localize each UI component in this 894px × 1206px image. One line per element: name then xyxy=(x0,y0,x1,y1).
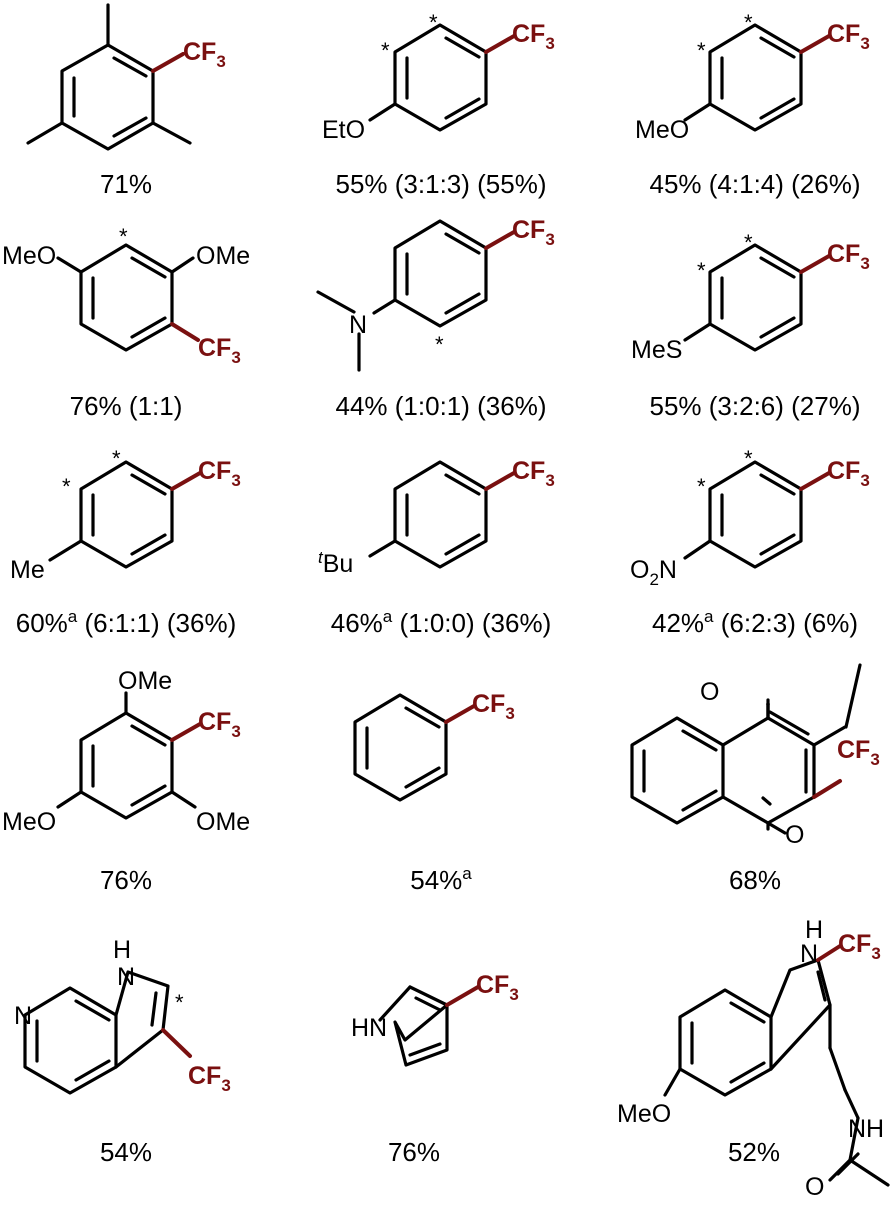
compound-12-structure: O O CF3 xyxy=(630,663,880,849)
cf3-label-2: CF3 xyxy=(512,20,555,53)
yield-label-5: 44% (1:0:1) (36%) xyxy=(335,391,546,421)
compound-11-structure: CF3 xyxy=(353,690,515,802)
yield-label-14: 76% xyxy=(388,1137,440,1167)
cf3-label-8: CF3 xyxy=(512,457,555,490)
substituent-15d: NH xyxy=(848,1115,884,1143)
yield-label-3: 45% (4:1:4) (26%) xyxy=(649,169,860,199)
cf3-label-5: CF3 xyxy=(512,216,555,249)
cf3-label-13: CF3 xyxy=(188,1062,231,1095)
substituent-12a: O xyxy=(700,678,719,706)
yield-label-4: 76% (1:1) xyxy=(70,391,183,421)
cf3-label-1: CF3 xyxy=(183,38,226,71)
substituent-7: Me xyxy=(10,556,45,584)
compound-3-structure: MeO CF3 * * xyxy=(635,10,870,144)
yield-label-1: 71% xyxy=(100,169,152,199)
substituent-4a: MeO xyxy=(2,242,56,270)
cf3-label-3: CF3 xyxy=(827,20,870,53)
regio-marker: * xyxy=(697,258,706,283)
substituent-15e: O xyxy=(805,1173,824,1201)
yield-label-11: 54%a xyxy=(410,864,472,895)
compound-1-structure: CF3 xyxy=(26,3,226,151)
substituent-14: HN xyxy=(351,1014,387,1042)
yield-label-9: 42%a (6:2:3) (6%) xyxy=(652,607,858,638)
regio-marker: * xyxy=(119,224,128,249)
compound-5-structure: N CF3 * xyxy=(316,216,555,372)
substituent-13a: H xyxy=(113,936,131,964)
regio-marker: * xyxy=(435,332,444,357)
substituent-13b: N xyxy=(117,963,135,991)
cf3-label-7: CF3 xyxy=(198,457,241,490)
cf3-label-11: CF3 xyxy=(472,690,515,723)
compound-7-structure: Me CF3 * * xyxy=(10,446,241,584)
compound-10-structure: OMe MeO OMe CF3 xyxy=(2,667,250,836)
substituent-15b: N xyxy=(800,940,818,968)
yield-label-8: 46%a (1:0:0) (36%) xyxy=(331,607,551,638)
compound-4-structure: MeO OMe CF3 * xyxy=(2,224,250,367)
substituent-2: EtO xyxy=(322,116,365,144)
substituent-15a: H xyxy=(805,916,823,944)
regio-marker: * xyxy=(175,990,184,1015)
cf3-label-12: CF3 xyxy=(837,736,880,769)
regio-marker: * xyxy=(744,446,753,471)
substituent-3: MeO xyxy=(635,116,689,144)
compound-15-structure: H N MeO NH O CF3 xyxy=(617,916,890,1201)
regio-marker: * xyxy=(744,230,753,255)
compound-8-structure: tBu CF3 xyxy=(318,457,555,578)
compound-13-structure: H N N CF3 * xyxy=(14,936,231,1095)
substituent-10a: OMe xyxy=(118,667,172,695)
cf3-label-9: CF3 xyxy=(827,457,870,490)
compound-6-structure: MeS CF3 * * xyxy=(631,230,870,364)
cf3-label-14: CF3 xyxy=(476,971,519,1004)
yield-label-7: 60%a (6:1:1) (36%) xyxy=(16,607,236,638)
substituent-5: N xyxy=(349,311,367,339)
yield-label-2: 55% (3:1:3) (55%) xyxy=(335,169,546,199)
yield-label-10: 76% xyxy=(100,865,152,895)
regio-marker: * xyxy=(381,38,390,63)
cf3-label-4: CF3 xyxy=(198,334,241,367)
regio-marker: * xyxy=(429,10,438,35)
substituent-10b: MeO xyxy=(2,808,56,836)
substituent-9: O2N xyxy=(630,556,677,589)
regio-marker: * xyxy=(697,474,706,499)
substituent-13c: N xyxy=(14,1002,32,1030)
regio-marker: * xyxy=(112,446,121,471)
cf3-label-15: CF3 xyxy=(838,930,881,963)
compound-2-structure: EtO CF3 * * xyxy=(322,10,555,144)
cf3-label-6: CF3 xyxy=(827,240,870,273)
substituent-15c: MeO xyxy=(617,1100,671,1128)
compound-9-structure: O2N CF3 * * xyxy=(630,446,870,589)
regio-marker: * xyxy=(744,10,753,35)
yield-label-6: 55% (3:2:6) (27%) xyxy=(649,391,860,421)
regio-marker: * xyxy=(62,474,71,499)
yield-label-15: 52% xyxy=(728,1137,780,1167)
yield-label-13: 54% xyxy=(100,1137,152,1167)
substituent-10c: OMe xyxy=(196,808,250,836)
cf3-label-10: CF3 xyxy=(198,708,241,741)
substituent-8: tBu xyxy=(318,548,353,578)
regio-marker: * xyxy=(697,38,706,63)
substituent-12b: O xyxy=(785,821,804,849)
yield-label-12: 68% xyxy=(729,865,781,895)
substituent-6: MeS xyxy=(631,336,682,364)
compound-14-structure: HN CF3 xyxy=(351,971,519,1067)
substituent-4b: OMe xyxy=(196,242,250,270)
